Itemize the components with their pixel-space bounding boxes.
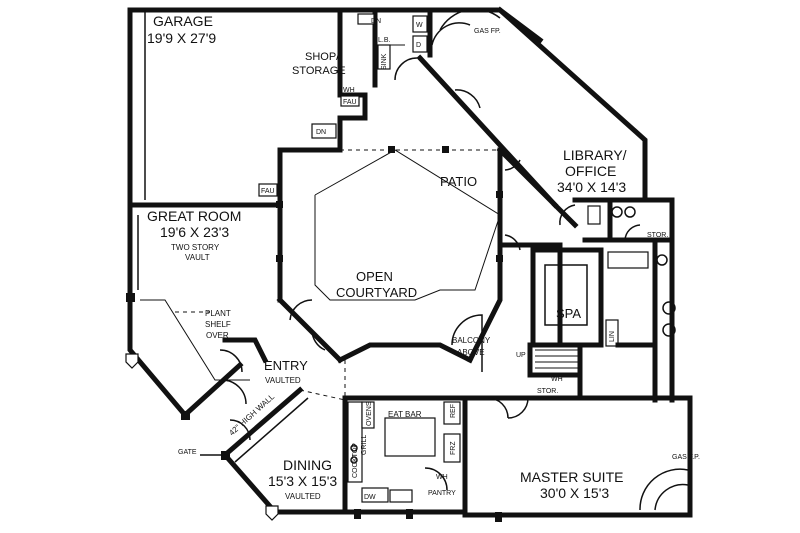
fau-great-label: FAU bbox=[261, 188, 275, 195]
washer-box bbox=[412, 15, 428, 33]
lin-label: LIN bbox=[609, 331, 616, 342]
entry-walls bbox=[181, 337, 309, 463]
stor-stair-label: STOR. bbox=[537, 388, 558, 395]
balcony-label-2: ABOVE bbox=[457, 348, 485, 357]
dn-mid-label: DN bbox=[316, 129, 326, 136]
library-label-1: LIBRARY/ bbox=[563, 147, 627, 163]
entry-name: ENTRY bbox=[264, 358, 308, 373]
gas-fireplace-master bbox=[639, 468, 689, 511]
ref-label: REF bbox=[450, 404, 457, 418]
library-label-2: OFFICE bbox=[565, 163, 616, 179]
library-door-swing bbox=[559, 204, 576, 226]
eat-bar-label: EAT BAR bbox=[388, 410, 422, 419]
wh-stor-label: WH bbox=[551, 376, 563, 383]
great-room-name: GREAT ROOM bbox=[147, 208, 241, 224]
balcony-core bbox=[451, 242, 649, 401]
gas-fp-master-label: GAS F.P. bbox=[672, 454, 700, 461]
stor-library-label: STOR. bbox=[647, 232, 668, 239]
plant-shelf-1: PLANT bbox=[205, 309, 231, 318]
library-walls bbox=[416, 6, 675, 243]
shop-label-1: SHOP/ bbox=[305, 51, 340, 63]
shop-door-swing bbox=[394, 57, 418, 81]
shop-label-2: STORAGE bbox=[292, 65, 346, 77]
dining-note: VAULTED bbox=[285, 492, 321, 501]
spa-label: SPA bbox=[556, 306, 581, 321]
garage-walls bbox=[127, 7, 368, 213]
entry-note: VAULTED bbox=[265, 376, 301, 385]
dw-unit bbox=[361, 487, 389, 503]
garage-dims: 19'9 X 27'9 bbox=[147, 30, 216, 46]
pantry-label: PANTRY bbox=[428, 490, 456, 497]
spa-tub bbox=[544, 264, 588, 326]
sink-label: SINK bbox=[381, 53, 388, 70]
room-labels: GARAGE 19'9 X 27'9 SHOP/ STORAGE LIBRARY… bbox=[147, 13, 627, 501]
master-name: MASTER SUITE bbox=[520, 469, 623, 485]
eat-bar-island bbox=[384, 417, 436, 457]
great-room-note-2: VAULT bbox=[185, 253, 210, 262]
gas-fireplace-top bbox=[439, 8, 501, 31]
kitchen-sink bbox=[389, 489, 413, 503]
frz-unit bbox=[443, 433, 461, 463]
master-dims: 30'0 X 15'3 bbox=[540, 485, 609, 501]
up-label: UP bbox=[516, 352, 526, 359]
dining-dims: 15'3 X 15'3 bbox=[268, 473, 337, 489]
dw-label: DW bbox=[364, 494, 376, 501]
dryer-box bbox=[412, 35, 428, 53]
gate-label: GATE bbox=[178, 449, 197, 456]
washer-label: W bbox=[416, 22, 423, 29]
courtyard-outline bbox=[314, 149, 501, 301]
ovens-label: OVENS bbox=[366, 401, 373, 426]
courtyard-label-2: COURTYARD bbox=[336, 285, 417, 300]
garage-name: GARAGE bbox=[153, 13, 213, 29]
gas-fp-top-label: GAS FP. bbox=[474, 28, 501, 35]
dn-top-label: DN bbox=[371, 18, 381, 25]
grill-label: GRILL bbox=[361, 435, 368, 455]
ref-unit bbox=[443, 401, 461, 425]
dining-walls bbox=[221, 360, 363, 521]
courtyard-label-1: OPEN bbox=[356, 269, 393, 284]
linen-closet bbox=[605, 319, 619, 347]
dining-name: DINING bbox=[283, 457, 332, 473]
fixture-labels: DN L.B. SINK W D GAS FP. WH FAU DN FAU S… bbox=[258, 13, 700, 501]
spa-room bbox=[530, 247, 604, 348]
kitchen-walls bbox=[342, 395, 468, 519]
wh-shop-label: WH bbox=[343, 87, 355, 94]
wh-pantry-label: WH bbox=[436, 474, 448, 481]
courtyard-walls bbox=[276, 89, 559, 364]
master-walls bbox=[462, 197, 693, 522]
frz-label: FRZ bbox=[450, 441, 457, 455]
ovens-unit bbox=[361, 401, 375, 429]
lb-label: L.B. bbox=[378, 37, 391, 44]
library-dims: 34'0 X 14'3 bbox=[557, 179, 626, 195]
great-room-walls bbox=[125, 202, 283, 420]
great-room-note-1: TWO STORY bbox=[171, 243, 220, 252]
patio-label: PATIO bbox=[440, 174, 477, 189]
dryer-label: D bbox=[416, 42, 421, 49]
great-room-dims: 19'6 X 23'3 bbox=[160, 224, 229, 240]
cooktop-label: COOKTOP bbox=[352, 443, 359, 478]
fau-shop-label: FAU bbox=[343, 99, 357, 106]
balcony-label-1: BALCONY bbox=[452, 336, 491, 345]
plant-shelf-2: SHELF bbox=[205, 320, 231, 329]
plant-shelf-3: OVER bbox=[206, 331, 229, 340]
